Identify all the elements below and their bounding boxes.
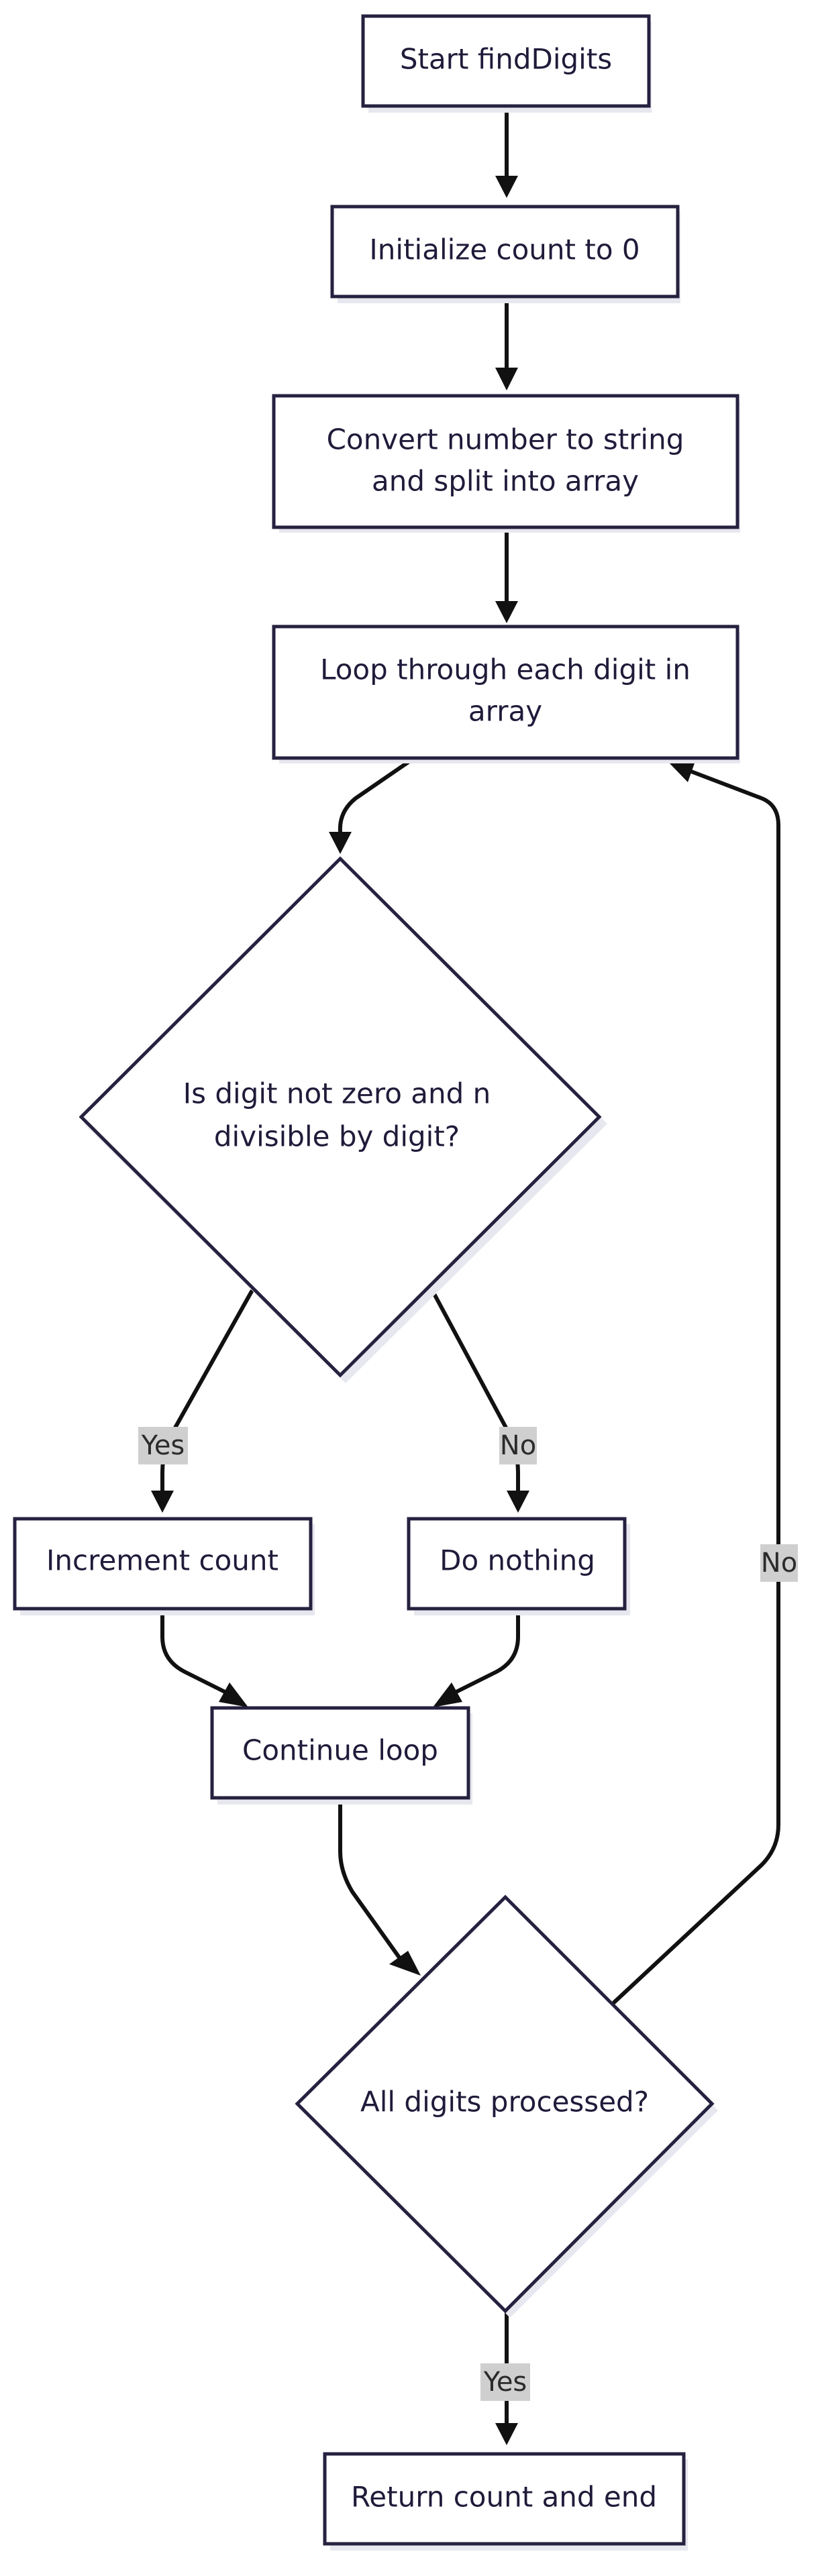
- nodes: Start findDigits Initialize count to 0 C…: [13, 14, 740, 2551]
- edge-increment-to-continue: [160, 1608, 227, 1694]
- node-initialize-label: Initialize count to 0: [369, 233, 640, 266]
- arrow-head: [433, 1682, 462, 1707]
- node-start-label: Start findDigits: [400, 43, 612, 76]
- node-start: Start findDigits: [361, 14, 652, 113]
- node-increment-label: Increment count: [46, 1544, 278, 1577]
- arrow-head: [495, 2423, 518, 2445]
- node-processed-decision: All digits processed?: [295, 1894, 718, 2318]
- node-convert-label-line1: Convert number to string: [327, 423, 684, 456]
- node-do-nothing: Do nothing: [407, 1517, 630, 1615]
- node-return-label: Return count and end: [351, 2481, 657, 2514]
- edge-label-check-no: No: [499, 1427, 537, 1464]
- arrow-head: [151, 1491, 174, 1513]
- arrow-head: [329, 832, 352, 854]
- edge-nothing-to-continue: [454, 1608, 520, 1694]
- node-initialize: Initialize count to 0: [330, 205, 680, 303]
- edge-continue-to-processed: [338, 1799, 401, 1960]
- arrow-head: [389, 1951, 421, 1976]
- edge-label-processed-no-text: No: [761, 1548, 797, 1578]
- edge-label-processed-yes: Yes: [480, 2363, 530, 2401]
- node-convert: Convert number to string and split into …: [272, 394, 740, 533]
- node-check-decision: Is digit not zero and n divisible by dig…: [79, 856, 607, 1383]
- node-continue: Continue loop: [210, 1706, 472, 1805]
- arrow-head: [495, 176, 518, 198]
- arrow-head: [668, 761, 695, 782]
- arrow-head: [219, 1682, 248, 1707]
- node-check-label-line2: divisible by digit?: [214, 1120, 460, 1153]
- node-processed-label: All digits processed?: [360, 2086, 649, 2118]
- arrow-head: [495, 601, 518, 623]
- node-increment: Increment count: [13, 1517, 315, 1615]
- arrow-head: [495, 368, 518, 390]
- edge-label-check-yes-text: Yes: [141, 1430, 185, 1461]
- edge-processed-to-loop: [612, 769, 780, 2004]
- arrow-head: [507, 1491, 529, 1513]
- node-do-nothing-label: Do nothing: [440, 1544, 595, 1577]
- edge-label-processed-yes-text: Yes: [483, 2367, 527, 2398]
- node-loop-label-line1: Loop through each digit in: [320, 653, 691, 686]
- edge-labels: Yes No No Yes: [138, 1427, 798, 2401]
- node-return: Return count and end: [323, 2452, 688, 2551]
- node-continue-label: Continue loop: [242, 1734, 438, 1767]
- edge-label-check-no-text: No: [500, 1430, 536, 1461]
- node-check-label-line1: Is digit not zero and n: [183, 1077, 491, 1110]
- node-convert-label-line2: and split into array: [372, 465, 639, 498]
- node-loop-label-line2: array: [468, 695, 542, 728]
- edge-label-check-yes: Yes: [138, 1427, 188, 1464]
- node-loop: Loop through each digit in array: [272, 625, 740, 763]
- edge-label-processed-no: No: [760, 1544, 798, 1582]
- edge-loop-to-check: [338, 759, 411, 834]
